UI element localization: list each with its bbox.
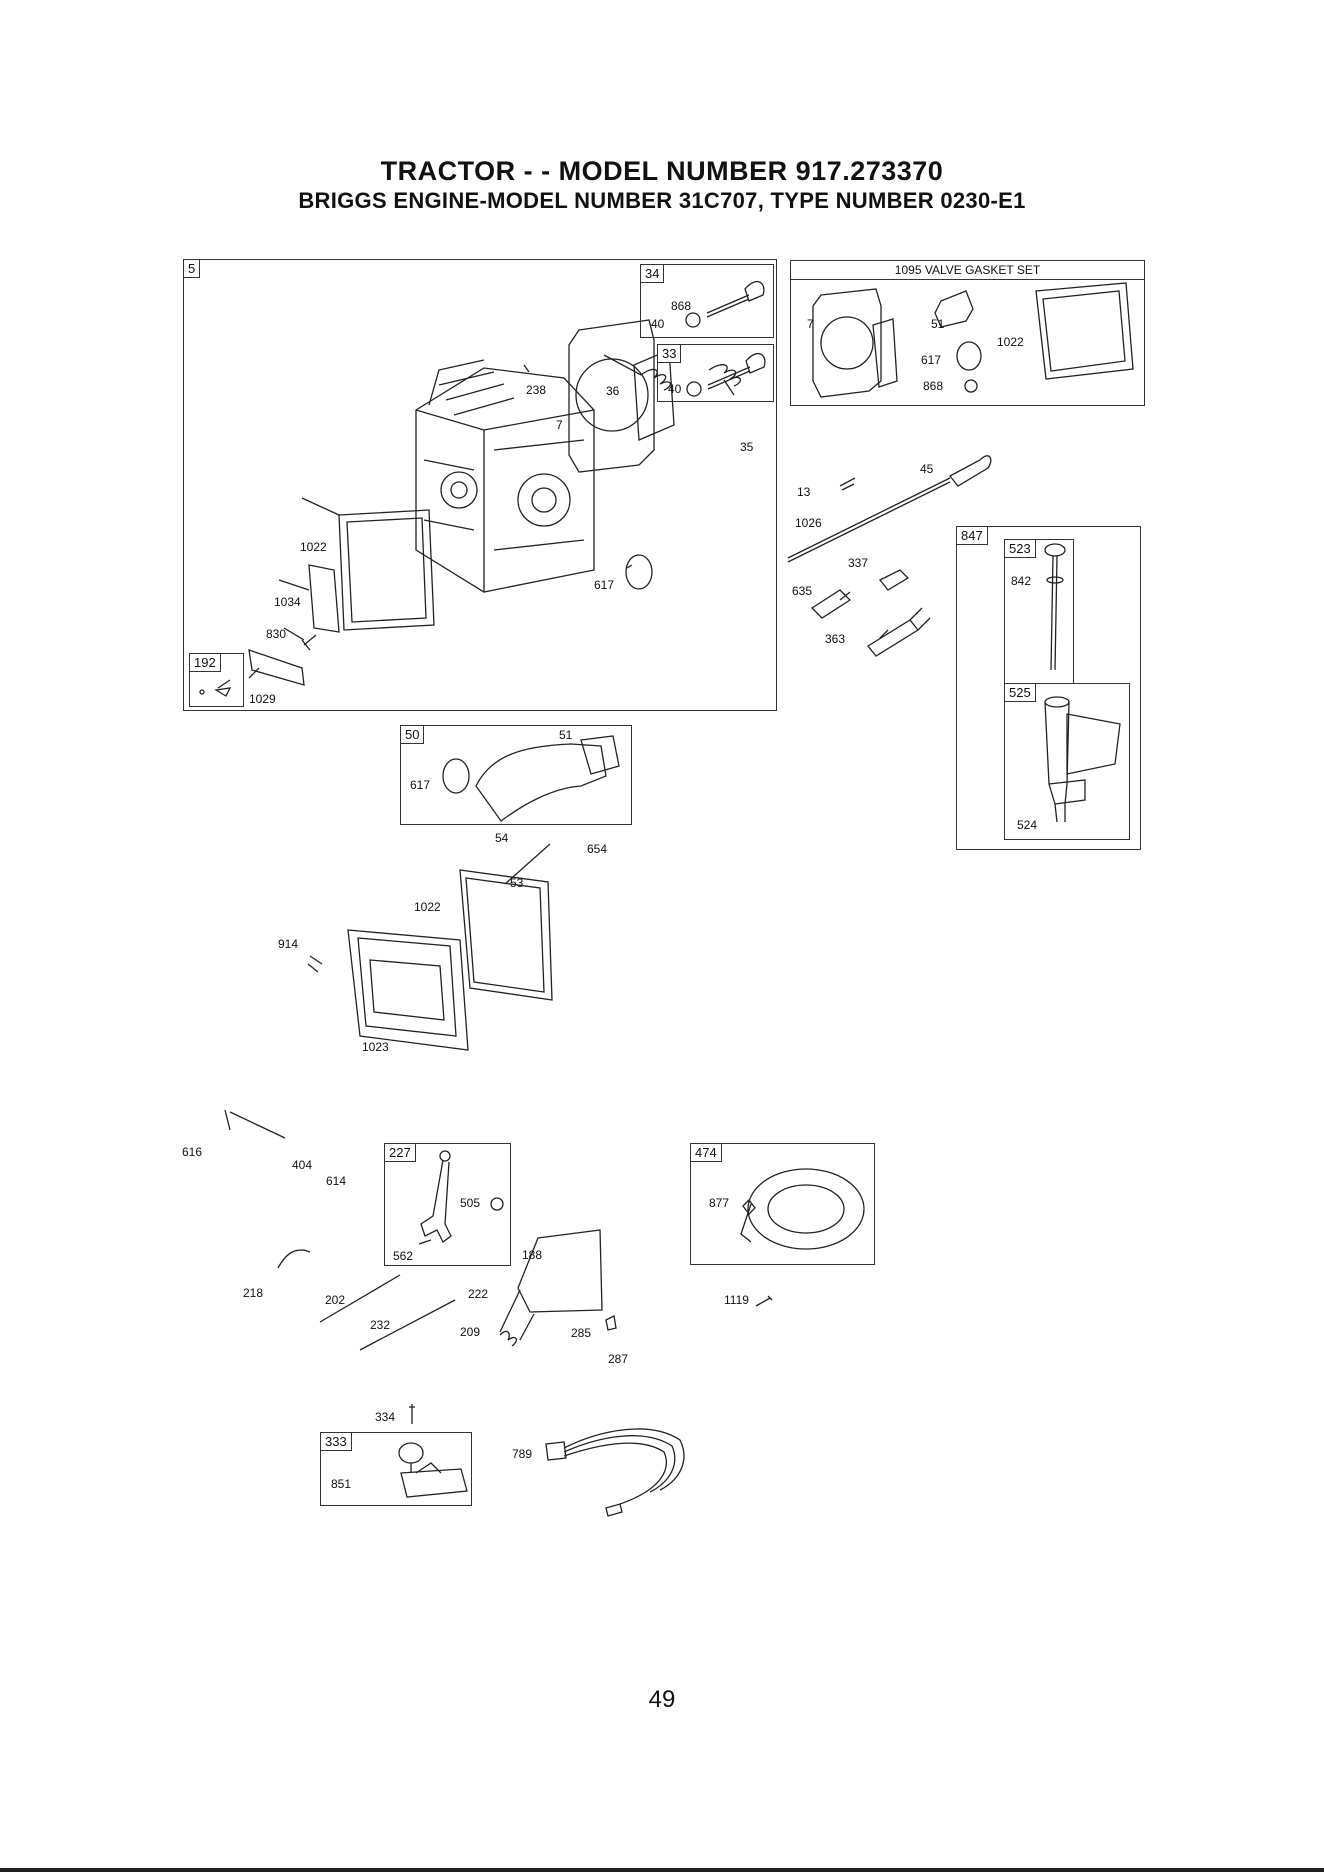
part-label: 287: [608, 1352, 629, 1366]
box-tag-192: 192: [189, 653, 221, 672]
part-label: 654: [587, 842, 608, 856]
part-label: 202: [325, 1293, 346, 1307]
box-tag-34: 34: [640, 264, 665, 283]
page-subtitle: BRIGGS ENGINE-MODEL NUMBER 31C707, TYPE …: [298, 188, 1026, 213]
alternator-illustration: [740, 1168, 865, 1250]
part-label: 218: [243, 1286, 264, 1300]
part-label: 53: [510, 876, 524, 890]
part-label: 1022: [300, 540, 327, 554]
part-label: 851: [331, 1477, 352, 1491]
page-title: TRACTOR - - MODEL NUMBER 917.273370: [380, 156, 944, 186]
part-label: 188: [522, 1248, 543, 1262]
part-label: 54: [495, 831, 509, 845]
box-exhaust-valve: 34 868 40: [640, 264, 774, 338]
screw-icon: [755, 1295, 773, 1307]
governor-linkage-illustration: [224, 1109, 617, 1351]
box-dipstick-tube: 847 523 842 525 524: [956, 526, 1141, 850]
part-label: 616: [182, 1145, 203, 1159]
fastener-illustration: [199, 679, 232, 697]
valve-illustration: [685, 280, 765, 328]
box-tag-474: 474: [690, 1143, 722, 1162]
box-tag-33: 33: [657, 344, 682, 363]
box-governor-lever: 227 505 562: [384, 1143, 511, 1266]
box-tag-227: 227: [384, 1143, 416, 1162]
box-ignition-coil: 333 851: [320, 1432, 472, 1506]
cylinder-head-illustration: [248, 319, 741, 686]
part-label: 789: [512, 1447, 533, 1461]
valve-illustration: [686, 352, 766, 397]
box-tag-50: 50: [400, 725, 425, 744]
box-tag-5: 5: [183, 259, 201, 278]
part-label: 285: [571, 1326, 592, 1340]
lever-illustration: [418, 1150, 504, 1245]
part-label: 617: [921, 353, 942, 367]
part-label: 635: [792, 584, 813, 598]
part-label: 914: [278, 937, 299, 951]
part-label: 334: [375, 1410, 396, 1424]
part-label: 7: [556, 418, 563, 432]
box-intake-valve: 33 40: [657, 344, 774, 402]
part-label: 7: [807, 317, 814, 331]
part-label: 1022: [997, 335, 1024, 349]
part-label: 51: [559, 728, 573, 742]
part-label: 1119: [724, 1293, 749, 1307]
box-tag-333: 333: [320, 1432, 352, 1451]
part-label: 40: [668, 382, 682, 396]
part-label: 562: [393, 1249, 414, 1263]
box-192: 192: [189, 653, 244, 707]
part-label: 238: [526, 383, 547, 397]
pushrod-illustration: [787, 455, 992, 657]
bottom-rule: [0, 1868, 1324, 1872]
box-tag-847: 847: [956, 526, 988, 545]
part-label: 51: [931, 317, 945, 331]
part-label: 1026: [795, 516, 822, 530]
part-label: 36: [606, 384, 620, 398]
coil-illustration: [398, 1442, 468, 1498]
part-label: 337: [848, 556, 869, 570]
part-label: 40: [651, 317, 665, 331]
part-label: 1029: [249, 692, 276, 706]
box-tag-525: 525: [1004, 683, 1036, 702]
gasket-set-illustration: [812, 282, 1134, 398]
screw-icon: [409, 1404, 415, 1424]
part-label: 505: [460, 1196, 481, 1210]
part-label: 35: [740, 440, 754, 454]
part-label: 232: [370, 1318, 391, 1332]
box-cylinder-head: 5 34 86: [183, 259, 777, 711]
part-label: 1023: [362, 1040, 389, 1054]
box-tag-523: 523: [1004, 539, 1036, 558]
box-alternator: 474 877: [690, 1143, 875, 1265]
part-label: 877: [709, 1196, 730, 1210]
dipstick-illustration: [1044, 543, 1066, 671]
part-label: 13: [797, 485, 811, 499]
wire-harness-illustration: [545, 1428, 685, 1517]
box-title-1095: 1095 VALVE GASKET SET: [791, 261, 1144, 280]
part-label: 404: [292, 1158, 313, 1172]
part-label: 868: [671, 299, 692, 313]
part-label: 830: [266, 627, 287, 641]
part-label: 45: [920, 462, 934, 476]
box-dipstick: 523 842: [1004, 539, 1074, 684]
part-label: 617: [594, 578, 615, 592]
part-label: 524: [1017, 818, 1038, 832]
rocker-cover-illustration: [307, 843, 553, 1051]
manifold-illustration: [442, 735, 620, 822]
box-dipstick-tube-inner: 525 524: [1004, 683, 1130, 840]
part-label: 209: [460, 1325, 481, 1339]
part-label: 614: [326, 1174, 347, 1188]
part-label: 868: [923, 379, 944, 393]
box-valve-gasket-set: 1095 VALVE GASKET SET 7 51 617 1022 868: [790, 260, 1145, 406]
part-label: 842: [1011, 574, 1032, 588]
tube-illustration: [1044, 696, 1121, 823]
part-label: 363: [825, 632, 846, 646]
part-label: 1034: [274, 595, 301, 609]
box-intake-manifold: 50 617 51: [400, 725, 632, 825]
page-number: 49: [648, 1686, 676, 1713]
part-label: 617: [410, 778, 431, 792]
part-label: 222: [468, 1287, 489, 1301]
part-label: 1022: [414, 900, 441, 914]
